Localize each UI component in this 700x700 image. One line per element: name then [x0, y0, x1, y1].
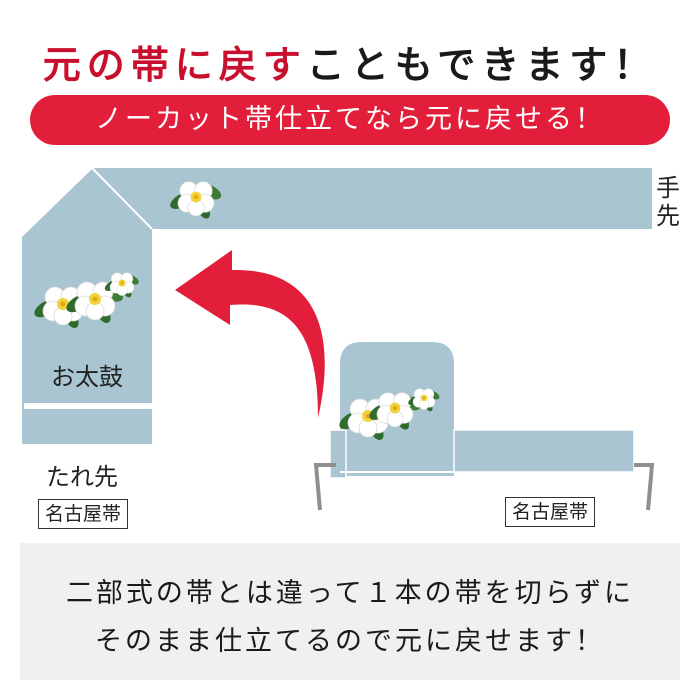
explanation-line-1: 二部式の帯とは違って１本の帯を切らずに	[65, 578, 635, 609]
taresaki-line	[24, 403, 152, 409]
explanation-line-2: そのまま仕立てるので元に戻せます！	[95, 626, 605, 657]
left-obi	[21, 167, 652, 444]
curved-arrow-icon	[175, 250, 325, 418]
banner: ノーカット帯仕立てなら元に戻せる！	[30, 95, 670, 145]
obi-stand-right	[634, 463, 655, 511]
tied-tesaki	[453, 429, 635, 473]
headline: 元の帯に戻すこともできます！	[0, 34, 700, 89]
obi-diagram	[21, 167, 655, 511]
otaiko-label: お太鼓	[51, 363, 123, 391]
obi-stand-left	[313, 463, 336, 511]
headline-red-text: 元の帯に戻す	[42, 42, 307, 87]
tesaki-band	[92, 168, 652, 229]
headline-black-text: こともできます！	[306, 42, 658, 87]
explanation-box: 二部式の帯とは違って１本の帯を切らずに そのまま仕立てるので元に戻せます！	[20, 543, 680, 680]
tesaki-label: 手 先	[656, 174, 680, 230]
taresaki-label: たれ先	[46, 463, 118, 491]
right-obi	[313, 342, 655, 511]
right-obi-type-label: 名古屋帯	[505, 497, 596, 527]
left-obi-type-label: 名古屋帯	[38, 499, 129, 529]
